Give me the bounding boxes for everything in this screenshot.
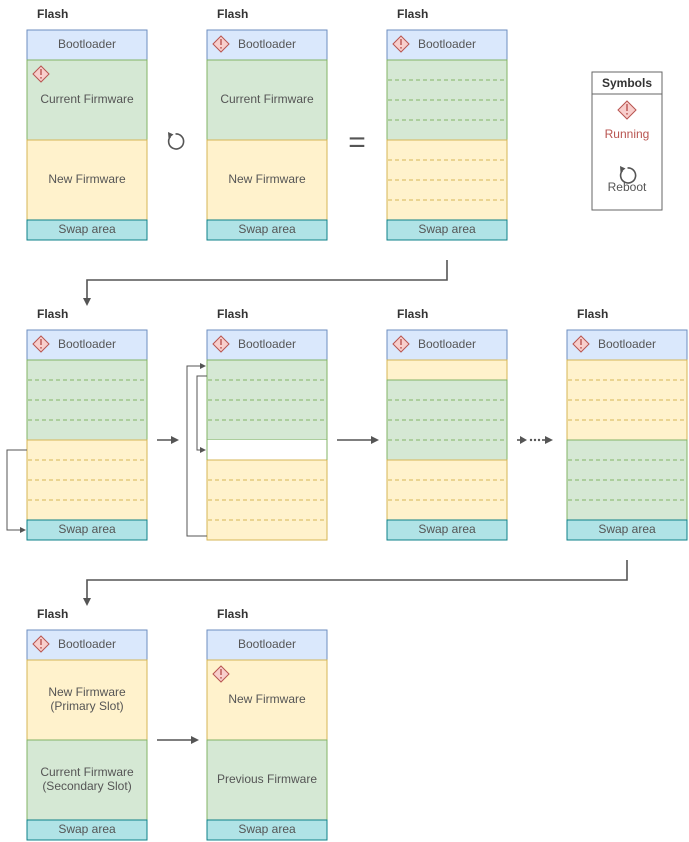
continuation-arrow (517, 436, 553, 444)
flash-label: Flash (37, 307, 68, 321)
running-icon (32, 65, 50, 83)
reboot-icon (619, 166, 637, 184)
sector-dividers (388, 399, 506, 501)
swap-area-label: Swap area (598, 522, 656, 536)
equals-sign: = (348, 126, 366, 159)
swap-area-label: Swap area (238, 822, 296, 836)
flash-label: Flash (577, 307, 608, 321)
flash-block-swap-final: Flash Bootloader Swap area (566, 307, 688, 541)
bootloader-label: Bootloader (418, 37, 476, 51)
bootloader-label: Bootloader (238, 637, 296, 651)
flash-label: Flash (217, 7, 248, 21)
running-icon (572, 335, 590, 353)
swap-area-segment (206, 819, 328, 841)
flash-block-swapped: Flash Bootloader New Firmware (Primary S… (26, 607, 148, 841)
current-firmware-label: Current Firmware (220, 92, 314, 106)
flash-block-new-firmware-running: Flash Bootloader New Firmware Previous F… (206, 607, 328, 841)
previous-firmware-label: Previous Firmware (217, 772, 317, 786)
swap-area-segment (206, 219, 328, 241)
primary-slot-label: (Primary Slot) (50, 699, 123, 713)
swap-area-segment (26, 219, 148, 241)
secondary-slot-label: (Secondary Slot) (42, 779, 131, 793)
new-firmware-segment (26, 139, 148, 221)
sector-dividers (208, 379, 326, 521)
new-firmware-segment (386, 359, 508, 381)
move-sector-arrow (186, 363, 207, 537)
flash-block-swap-step-2: Flash Bootloader (186, 307, 328, 541)
reboot-icon (167, 132, 185, 150)
copy-to-swap-arrow (6, 449, 27, 533)
flash-label: Flash (37, 7, 68, 21)
legend-reboot-label: Reboot (608, 180, 647, 194)
swap-area-label: Swap area (418, 222, 476, 236)
legend-title: Symbols (602, 76, 652, 90)
swap-area-label: Swap area (58, 822, 116, 836)
running-icon (32, 635, 50, 653)
sector-dividers (568, 379, 686, 501)
bootloader-label: Bootloader (58, 637, 116, 651)
bootloader-label: Bootloader (598, 337, 656, 351)
flash-label: Flash (217, 307, 248, 321)
new-firmware-segment (206, 139, 328, 221)
running-icon (32, 335, 50, 353)
flash-block-swap-step-1: Flash Bootloader Swap area (6, 307, 148, 541)
current-firmware-segment (26, 739, 148, 821)
swap-area-segment (26, 519, 148, 541)
swap-area-segment (386, 519, 508, 541)
running-icon (392, 335, 410, 353)
flash-label: Flash (397, 307, 428, 321)
sector-dividers (388, 79, 506, 201)
new-firmware-segment (386, 459, 508, 521)
swap-area-label: Swap area (418, 522, 476, 536)
symbols-legend: Symbols Running Reboot (591, 71, 663, 211)
flow-arrow-row1-to-row2 (83, 260, 448, 306)
new-firmware-label: New Firmware (228, 692, 306, 706)
swap-area-segment (566, 519, 688, 541)
erased-sector (207, 440, 327, 460)
bootloader-segment (26, 29, 148, 61)
swap-area-segment (386, 219, 508, 241)
flash-block-bootloader-running: Flash Bootloader Current Firmware New Fi… (206, 7, 328, 241)
bootloader-label: Bootloader (238, 337, 296, 351)
sector-dividers (28, 379, 146, 501)
flow-arrow-row2-to-row3 (83, 560, 628, 606)
current-firmware-secondary-label: Current Firmware (40, 765, 134, 779)
flash-label: Flash (217, 607, 248, 621)
bootloader-label: Bootloader (58, 37, 116, 51)
flash-block-initial: Flash Bootloader Current Firmware New Fi… (26, 7, 148, 241)
new-firmware-label: New Firmware (48, 172, 126, 186)
swap-area-label: Swap area (58, 522, 116, 536)
running-icon (212, 335, 230, 353)
bootloader-segment (206, 629, 328, 661)
flash-label: Flash (37, 607, 68, 621)
move-sector-arrow (196, 375, 207, 453)
current-firmware-segment (206, 59, 328, 141)
running-icon (212, 665, 230, 683)
bootloader-label: Bootloader (58, 337, 116, 351)
swap-area-label: Swap area (238, 222, 296, 236)
previous-firmware-segment (206, 739, 328, 821)
running-icon (392, 35, 410, 53)
new-firmware-segment (26, 659, 148, 741)
swap-area-segment (26, 819, 148, 841)
running-icon (212, 35, 230, 53)
bootloader-label: Bootloader (238, 37, 296, 51)
new-firmware-primary-label: New Firmware (48, 685, 126, 699)
current-firmware-label: Current Firmware (40, 92, 134, 106)
bootloader-label: Bootloader (418, 337, 476, 351)
swap-area-label: Swap area (58, 222, 116, 236)
flash-block-swap-step-3: Flash Bootloader Swap area (386, 307, 508, 541)
flash-label: Flash (397, 7, 428, 21)
running-icon (617, 100, 637, 120)
new-firmware-label: New Firmware (228, 172, 306, 186)
legend-running-label: Running (605, 127, 650, 141)
flash-block-sectored: Flash Bootloader Swap area (386, 7, 508, 241)
